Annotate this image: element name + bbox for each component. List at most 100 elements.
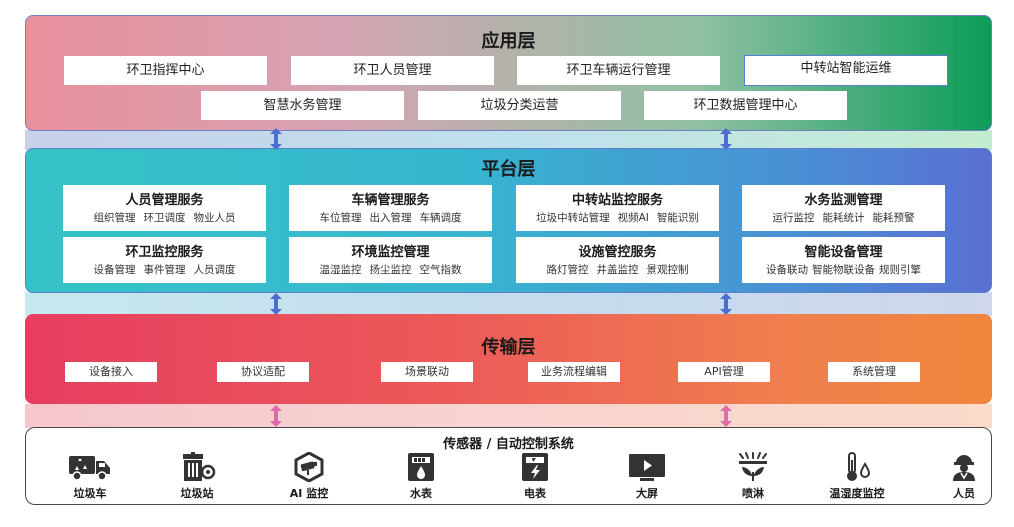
app-module-waste-sorting[interactable]: 垃圾分类运营	[418, 91, 621, 120]
service-item: 设备管理	[93, 264, 136, 276]
service-items: 车位管理出入管理车辆调度	[289, 210, 492, 225]
worker-icon	[953, 455, 975, 481]
service-item: 规则引擎	[879, 264, 921, 276]
bidirectional-arrow-icon	[719, 405, 733, 427]
sensor-device[interactable]: 水表	[371, 452, 471, 501]
service-title: 人员管理服务	[125, 193, 204, 208]
service-title: 环卫监控服务	[125, 245, 204, 260]
sensor-device[interactable]: 人员	[914, 452, 1014, 501]
ai-camera-icon	[294, 452, 324, 482]
connector-platform-transport	[25, 292, 992, 316]
big-screen-icon	[629, 454, 665, 481]
platform-service-card[interactable]: 环境监控管理 温湿监控扬尘监控空气指数	[289, 237, 492, 283]
service-item: 设备联动	[766, 264, 808, 276]
service-item: 智能物联设备	[812, 264, 875, 276]
bidirectional-arrow-icon	[719, 128, 733, 150]
platform-layer: 平台层 人员管理服务 组织管理环卫调度物业人员 车辆管理服务 车位管理出入管理车…	[25, 148, 992, 293]
platform-service-card[interactable]: 车辆管理服务 车位管理出入管理车辆调度	[289, 185, 492, 231]
sensor-device-label: 人员	[953, 487, 975, 500]
service-item: 事件管理	[143, 264, 186, 276]
platform-service-card[interactable]: 智能设备管理 设备联动智能物联设备规则引擎	[742, 237, 945, 283]
service-item: 组织管理	[93, 212, 136, 224]
service-item: 出入管理	[369, 212, 412, 224]
transport-item[interactable]: 场景联动	[381, 362, 473, 382]
platform-service-card[interactable]: 水务监测管理 运行监控能耗统计能耗预警	[742, 185, 945, 231]
service-item: 空气指数	[419, 264, 462, 276]
platform-service-card[interactable]: 环卫监控服务 设备管理事件管理人员调度	[63, 237, 266, 283]
bidirectional-arrow-icon	[269, 128, 283, 150]
transport-item[interactable]: 设备接入	[65, 362, 157, 382]
platform-service-card[interactable]: 中转站监控服务 垃圾中转站管理视频AI 智能识别	[516, 185, 719, 231]
thermometer-icon	[847, 452, 871, 481]
service-item: 路灯管控	[546, 264, 589, 276]
connector-transport-sensor	[25, 404, 992, 428]
sensor-device[interactable]: AI 监控	[259, 452, 359, 501]
service-title: 智能设备管理	[804, 245, 883, 260]
app-module-personnel[interactable]: 环卫人员管理	[291, 56, 494, 85]
service-items: 温湿监控扬尘监控空气指数	[289, 262, 492, 277]
service-item: 扬尘监控	[369, 264, 412, 276]
service-title: 水务监测管理	[804, 193, 883, 208]
sensor-device[interactable]: 温湿度监控	[807, 452, 907, 501]
app-module-data-center[interactable]: 环卫数据管理中心	[644, 91, 847, 120]
bidirectional-arrow-icon	[269, 405, 283, 427]
service-title: 环境监控管理	[351, 245, 430, 260]
transport-item[interactable]: 业务流程编辑	[528, 362, 620, 382]
service-title: 车辆管理服务	[351, 193, 430, 208]
service-item: 井盖监控	[596, 264, 639, 276]
transport-layer: 传输层 设备接入 协议适配 场景联动 业务流程编辑 API管理 系统管理	[25, 314, 992, 404]
water-meter-icon	[408, 453, 434, 481]
service-item: 垃圾中转站管理	[536, 212, 610, 224]
garbage-station-icon	[183, 452, 216, 481]
garbage-truck-icon	[69, 456, 110, 481]
app-module-water-affairs[interactable]: 智慧水务管理	[201, 91, 404, 120]
app-module-transfer-station[interactable]: 中转站智能运维	[744, 55, 948, 86]
service-item: 车辆调度	[419, 212, 462, 224]
service-title: 中转站监控服务	[571, 193, 663, 208]
connector-app-platform	[25, 130, 992, 150]
sensor-device[interactable]: 垃圾站	[147, 452, 247, 501]
service-item: 视频AI	[617, 212, 649, 224]
sensor-device[interactable]: 大屏	[597, 452, 697, 501]
sensor-device-label: 水表	[410, 487, 432, 500]
platform-layer-title: 平台层	[481, 159, 536, 180]
service-items: 设备联动智能物联设备规则引擎	[742, 262, 945, 277]
app-module-vehicle-operation[interactable]: 环卫车辆运行管理	[517, 56, 720, 85]
sensor-device-label: AI 监控	[289, 487, 329, 500]
platform-service-card[interactable]: 设施管控服务 路灯管控井盖监控景观控制	[516, 237, 719, 283]
bidirectional-arrow-icon	[269, 293, 283, 315]
sensor-device-label: 垃圾车	[73, 487, 107, 500]
sensor-device-label: 喷淋	[742, 487, 764, 500]
bidirectional-arrow-icon	[719, 293, 733, 315]
sensor-device[interactable]: 电表	[485, 452, 585, 501]
transport-layer-title: 传输层	[481, 337, 536, 358]
transport-item[interactable]: API管理	[678, 362, 770, 382]
application-layer-title: 应用层	[481, 31, 536, 52]
service-items: 垃圾中转站管理视频AI 智能识别	[516, 210, 719, 225]
sprinkler-icon	[739, 452, 767, 481]
service-item: 物业人员	[193, 212, 236, 224]
platform-service-card[interactable]: 人员管理服务 组织管理环卫调度物业人员	[63, 185, 266, 231]
sensor-device[interactable]: 垃圾车	[40, 452, 140, 501]
sensor-layer-title: 传感器 / 自动控制系统	[443, 437, 574, 452]
electric-meter-icon	[522, 453, 548, 481]
service-item: 环卫调度	[143, 212, 186, 224]
service-items: 运行监控能耗统计能耗预警	[742, 210, 945, 225]
transport-item[interactable]: 系统管理	[828, 362, 920, 382]
sensor-device-label: 大屏	[636, 487, 658, 500]
service-title: 设施管控服务	[578, 245, 657, 260]
sensor-device[interactable]: 喷淋	[703, 452, 803, 501]
sensor-device-label: 温湿度监控	[829, 487, 885, 500]
transport-item[interactable]: 协议适配	[217, 362, 309, 382]
service-item: 温湿监控	[319, 264, 362, 276]
service-item: 智能识别	[656, 212, 699, 224]
service-item: 能耗统计	[822, 212, 865, 224]
app-module-sanitation-command[interactable]: 环卫指挥中心	[64, 56, 267, 85]
service-items: 设备管理事件管理人员调度	[63, 262, 266, 277]
service-item: 人员调度	[193, 264, 236, 276]
sensor-layer: 传感器 / 自动控制系统 垃圾车	[25, 427, 992, 505]
sensor-device-label: 电表	[524, 487, 546, 500]
sensor-device-label: 垃圾站	[180, 487, 214, 500]
sensor-device-list: 垃圾车 垃圾站 AI 监控	[26, 452, 991, 504]
service-items: 路灯管控井盖监控景观控制	[516, 262, 719, 277]
